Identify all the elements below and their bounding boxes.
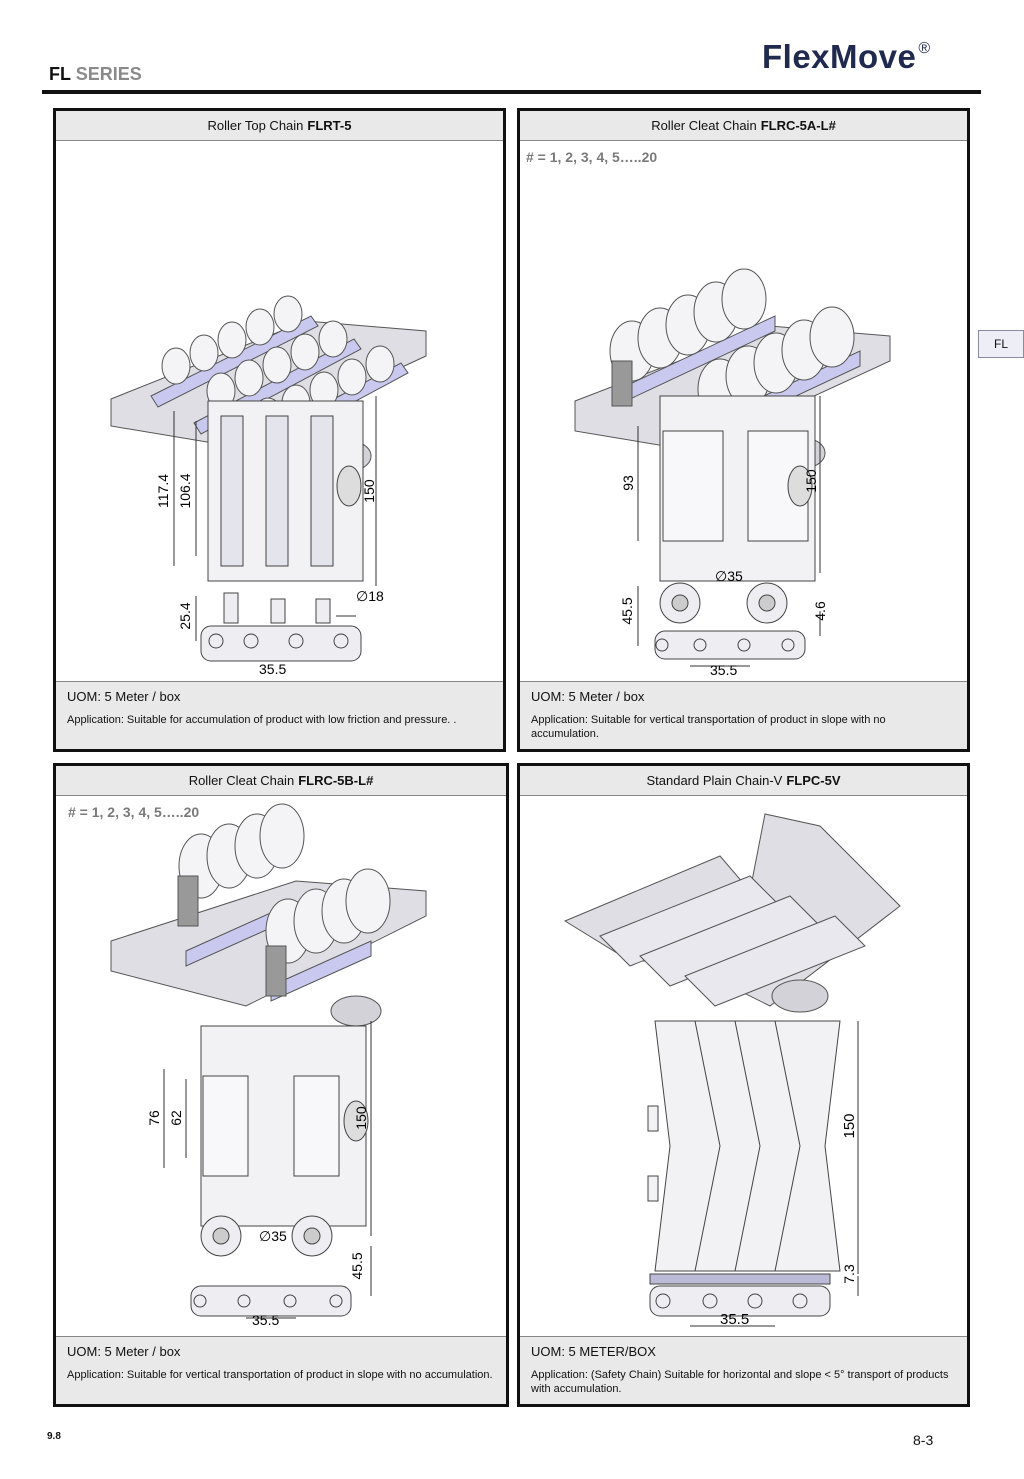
brand-logo: FlexMove® [762,38,931,76]
product-panel-flrc-5b-l: Roller Cleat Chain FLRC-5B-L# # = 1, 2, … [53,763,509,1407]
chain-drawing-flpc-5v: 150 7.3 35.5 [563,813,901,1328]
panel-title-code: FLRC-5A-L# [760,118,836,133]
panel-title-code: FLPC-5V [786,773,841,788]
footer-version: 9.8 [47,1431,61,1442]
panel-title-prefix: Roller Cleat Chain [188,773,295,788]
chain-drawing-flrc-5b-l: 76 62 150 ∅35 45.5 35.5 [110,803,427,1328]
uom-text: UOM: 5 METER/BOX [531,1344,656,1359]
dimension-35-5: 35.5 [259,661,286,677]
chain-side-view [200,592,362,662]
dimension-7-3: 7.3 [841,1264,857,1284]
chain-top-view [207,400,364,582]
dimension-lines [690,1021,859,1327]
panel-title-code: FLRT-5 [307,118,352,133]
application-text: Application: (Safety Chain) Suitable for… [531,1369,949,1395]
dimension-150: 150 [361,479,377,503]
product-panel-flrt-5: Roller Top Chain FLRT-5 [53,108,506,752]
chain-drawing-flrc-5a-l: 93 150 ∅35 45.5 4.6 35.5 [574,268,891,678]
dimension-150: 150 [841,1113,858,1138]
panel-title-prefix: Standard Plain Chain-V [646,773,783,788]
length-variant-note: # = 1, 2, 3, 4, 5…..20 [526,149,658,165]
chain-isometric-render [574,268,891,470]
header-rule [42,90,981,94]
side-tab-fl[interactable]: FL [978,330,1024,358]
chain-top-view [200,1025,369,1227]
product-drawing: # = 1, 2, 3, 4, 5…..20 [520,141,967,691]
panel-footer: UOM: 5 Meter / box Application: Suitable… [56,681,503,749]
dimension-25-4: 25.4 [177,602,193,629]
dimension-93: 93 [620,475,636,491]
brand-name: FlexMove [762,38,917,75]
panel-footer: UOM: 5 METER/BOX Application: (Safety Ch… [520,1336,967,1404]
chain-top-view [659,395,816,582]
uom-text: UOM: 5 Meter / box [67,689,181,704]
product-panel-flpc-5v: Standard Plain Chain-V FLPC-5V [517,763,970,1407]
dimension-35-5: 35.5 [710,662,737,678]
dimension-76: 76 [146,1110,162,1126]
product-drawing: 150 7.3 35.5 [520,796,967,1346]
application-text: Application: Suitable for vertical trans… [67,1369,493,1381]
registered-mark: ® [918,40,931,57]
series-label: SERIES [75,64,142,84]
application-text: Application: Suitable for accumulation o… [67,714,457,726]
dimension-45-5: 45.5 [349,1252,365,1279]
panel-footer: UOM: 5 Meter / box Application: Suitable… [56,1336,506,1404]
panel-title-code: FLRC-5B-L# [298,773,374,788]
dimension-45-5: 45.5 [619,597,635,624]
series-code: FL [49,64,71,84]
chain-isometric-render [563,813,901,1013]
dimension-lines [163,1021,372,1319]
panel-footer: UOM: 5 Meter / box Application: Suitable… [520,681,967,749]
uom-text: UOM: 5 Meter / box [531,689,645,704]
dimension-106-4: 106.4 [177,473,193,508]
dimension-dia-35: ∅35 [715,568,743,584]
panel-title-prefix: Roller Cleat Chain [651,118,757,133]
panel-title: Roller Cleat Chain FLRC-5A-L# [520,111,967,141]
dimension-117-4: 117.4 [155,474,171,508]
chain-side-view [190,1215,352,1317]
dimension-62: 62 [168,1110,184,1126]
chain-drawing-flrt-5: 117.4 106.4 150 25.4 ∅18 35.5 [110,295,427,677]
dimension-4-6: 4.6 [812,601,828,621]
dimension-35-5: 35.5 [720,1311,749,1328]
product-drawing: 117.4 106.4 150 25.4 ∅18 35.5 [56,141,503,691]
dimension-150: 150 [353,1106,369,1130]
product-drawing: # = 1, 2, 3, 4, 5…..20 [56,796,506,1346]
uom-text: UOM: 5 Meter / box [67,1344,181,1359]
dimension-150: 150 [803,469,819,493]
chain-isometric-render [110,803,427,1027]
page-number: 8-3 [913,1432,934,1448]
dimension-dia-18: ∅18 [356,588,384,604]
length-variant-note: # = 1, 2, 3, 4, 5…..20 [68,804,200,820]
panel-title: Roller Cleat Chain FLRC-5B-L# [56,766,506,796]
chain-top-view [647,1020,841,1272]
panel-title: Roller Top Chain FLRT-5 [56,111,503,141]
dimension-35-5: 35.5 [252,1312,279,1328]
dimension-dia-35: ∅35 [259,1228,287,1244]
panel-title-prefix: Roller Top Chain [207,118,304,133]
chain-side-view [654,582,806,660]
panel-title: Standard Plain Chain-V FLPC-5V [520,766,967,796]
product-panel-flrc-5a-l: Roller Cleat Chain FLRC-5A-L# # = 1, 2, … [517,108,970,752]
chain-side-view [649,1273,831,1317]
application-text: Application: Suitable for vertical trans… [531,714,886,740]
series-title: FL SERIES [49,64,142,85]
dimension-lines [637,396,821,667]
